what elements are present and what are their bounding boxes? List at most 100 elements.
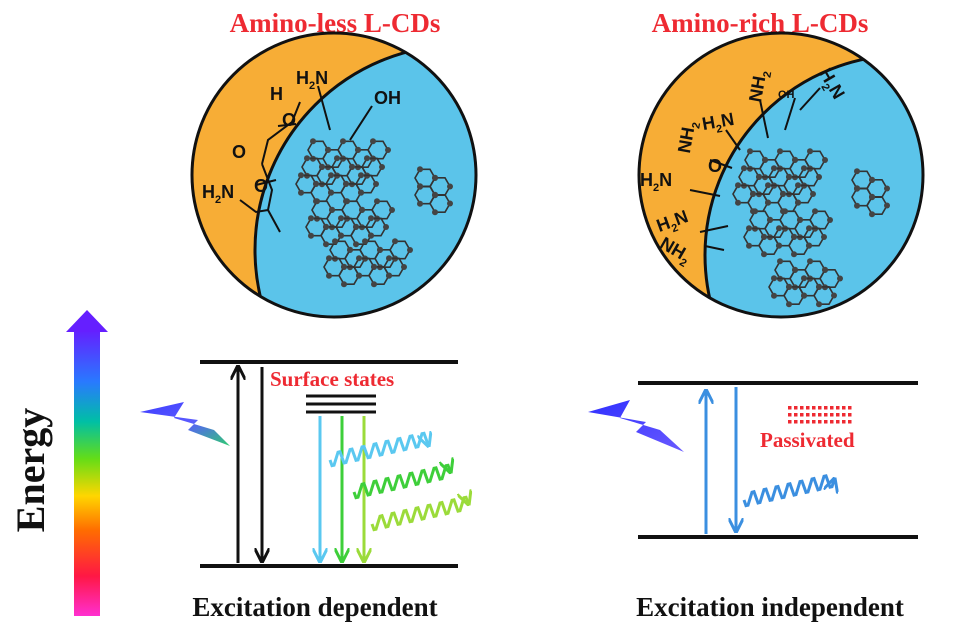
graphene-ring <box>389 240 411 260</box>
passivated-dot <box>818 413 822 417</box>
graphene-ring <box>866 196 888 215</box>
carbon-atom <box>767 216 773 223</box>
right-caption: Excitation independent <box>636 592 904 622</box>
carbon-atom <box>854 202 860 209</box>
carbon-atom <box>298 172 304 179</box>
energy-axis: Energy <box>8 310 108 616</box>
carbon-atom <box>761 251 767 258</box>
amino-rich-particle: NH2 OH H2N NH2 H2N O H2N H2N NH2 <box>637 31 925 319</box>
passivated-dot <box>824 420 828 424</box>
passivated-dot <box>824 406 828 410</box>
right-h2n-b: H2N <box>700 109 736 138</box>
carbon-atom <box>771 165 777 172</box>
carbon-atom <box>786 301 792 308</box>
left-oh: OH <box>374 88 401 108</box>
passivated-label: Passivated <box>760 428 855 452</box>
carbon-atom <box>807 148 813 155</box>
passivated-dot <box>818 420 822 424</box>
carbon-atom <box>326 272 332 279</box>
carbon-atom <box>371 281 377 288</box>
carbon-atom <box>328 172 334 179</box>
carbon-atom <box>368 215 374 222</box>
carbon-atom <box>371 263 377 270</box>
carbon-atom <box>353 241 359 248</box>
carbon-atom <box>358 189 364 196</box>
carbon-atom <box>854 168 860 175</box>
passivated-dot <box>818 406 822 410</box>
right-ligand-bonds <box>689 87 821 251</box>
carbon-atom <box>771 275 777 282</box>
emission-wave-blue <box>742 474 834 508</box>
carbon-atom <box>370 138 376 145</box>
carbon-atom <box>746 242 752 249</box>
carbon-atom <box>756 173 762 180</box>
right-nh2-top: NH2 <box>745 68 774 104</box>
carbon-atom <box>401 264 407 270</box>
passivated-dot <box>836 413 840 417</box>
right-oh: OH <box>778 89 795 101</box>
passivated-dot <box>836 406 840 410</box>
right-lightning-icon <box>588 400 684 452</box>
carbon-atom <box>298 189 304 196</box>
carbon-atom <box>782 208 788 215</box>
carbon-atom <box>801 275 807 282</box>
graphene-ring <box>365 217 387 237</box>
carbon-atom <box>344 198 350 205</box>
carbon-atom <box>343 180 349 187</box>
carbon-atom <box>447 183 453 190</box>
left-lightning-icon <box>140 402 230 446</box>
carbon-atom <box>761 233 767 240</box>
carbon-atom <box>334 155 340 162</box>
emission-wave-cyan <box>328 433 428 468</box>
carbon-atom <box>831 292 837 299</box>
carbon-atom <box>765 182 771 189</box>
carbon-atom <box>349 163 355 170</box>
carbon-atom <box>816 174 822 180</box>
carbon-atom <box>432 191 438 198</box>
carbon-atom <box>884 202 890 209</box>
right-graphene-cluster <box>732 148 890 308</box>
carbon-atom <box>822 157 828 163</box>
carbon-atom <box>776 225 782 232</box>
carbon-atom <box>313 180 319 187</box>
passivated-dot <box>788 420 792 424</box>
carbon-atom <box>338 215 344 222</box>
carbon-atom <box>373 181 379 187</box>
carbon-atom <box>353 223 359 230</box>
carbon-atom <box>777 148 783 155</box>
carbon-atom <box>792 266 798 273</box>
carbon-atom <box>801 292 807 299</box>
carbon-atom <box>746 225 752 232</box>
carbon-atom <box>869 176 875 183</box>
energy-rainbow-bar <box>74 330 100 616</box>
graphene-ring <box>371 200 393 220</box>
carbon-atom <box>869 193 875 200</box>
carbon-atom <box>379 164 385 170</box>
carbon-atom <box>776 242 782 249</box>
emission-wave-green <box>352 465 450 500</box>
passivated-dot <box>848 406 852 410</box>
carbon-atom <box>356 272 362 279</box>
carbon-atom <box>797 216 803 223</box>
carbon-atom <box>332 238 338 245</box>
carbon-atom <box>822 266 828 273</box>
graphene-ring <box>803 227 825 247</box>
carbon-atom <box>323 241 329 248</box>
carbon-atom <box>392 238 398 245</box>
carbon-atom <box>374 198 380 205</box>
right-h2n-d: H2N <box>654 206 692 240</box>
carbon-atom <box>810 191 816 197</box>
graphene-ring <box>361 157 383 177</box>
carbon-atom <box>359 206 365 213</box>
energy-arrow-head <box>66 310 108 332</box>
carbon-atom <box>355 146 361 153</box>
carbon-atom <box>869 211 875 218</box>
right-h2n-c: H2N <box>640 170 672 194</box>
carbon-atom <box>795 182 801 189</box>
carbon-atom <box>323 223 329 230</box>
carbon-atom <box>310 138 316 145</box>
carbon-atom <box>762 156 768 163</box>
passivated-dot <box>800 406 804 410</box>
carbon-atom <box>328 189 334 196</box>
